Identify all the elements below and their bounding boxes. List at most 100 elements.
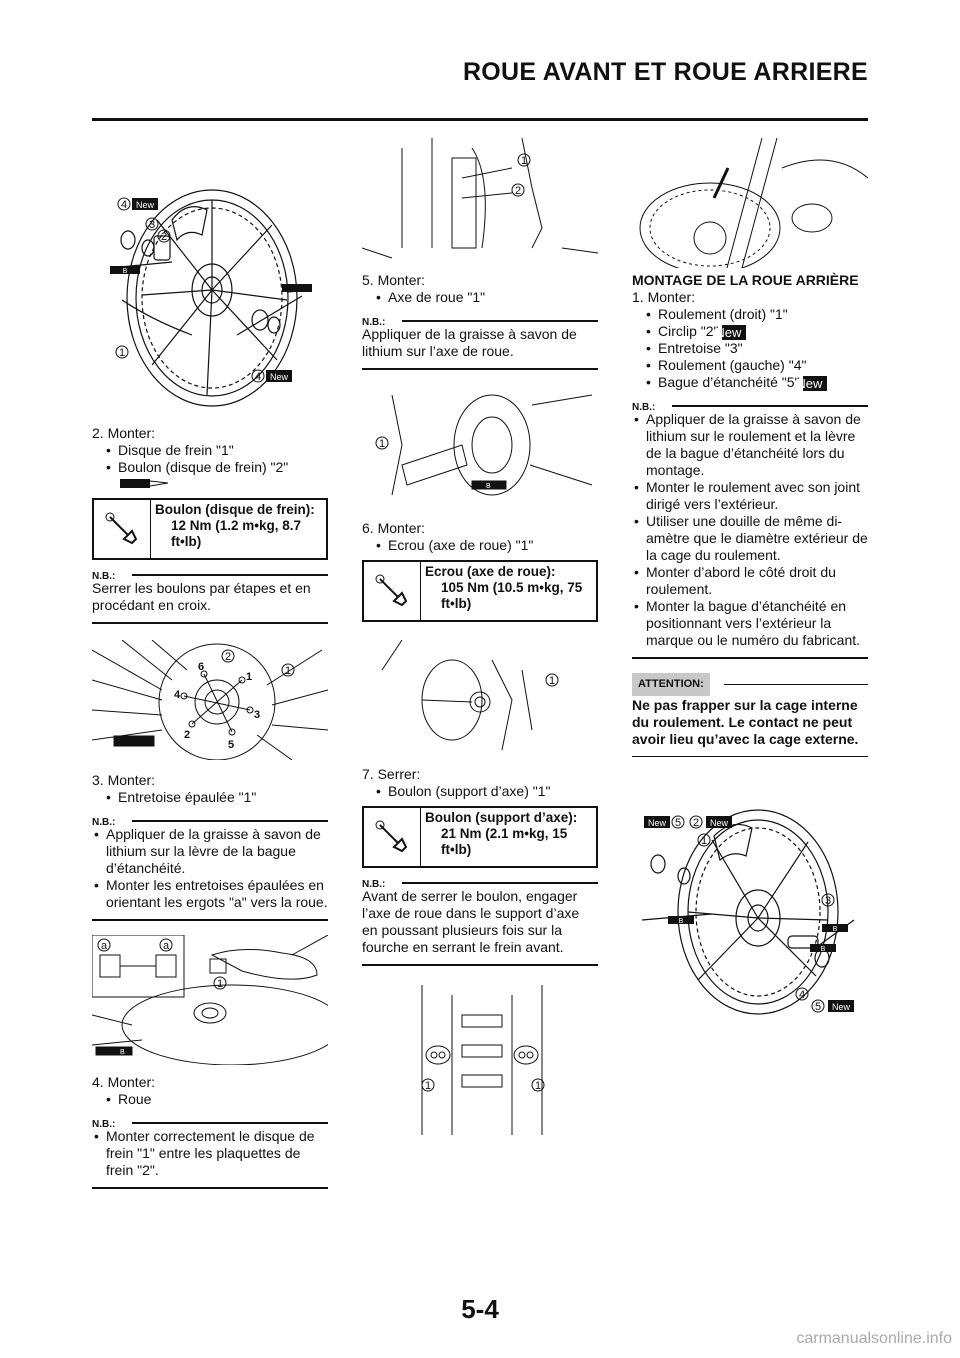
spec-title: Boulon (disque de frein):: [155, 502, 315, 517]
new-badge: New: [796, 375, 828, 391]
callout-4b: 4: [255, 371, 261, 383]
callout-1: 1: [425, 1080, 431, 1092]
grease-b-icon: B: [833, 926, 838, 933]
nb-rule: [362, 368, 598, 370]
step-7-title: 7. Serrer:: [362, 766, 421, 782]
callout-2: 2: [161, 231, 167, 243]
grease-b-icon: B: [120, 1049, 125, 1056]
step-6-title: 6. Monter:: [362, 520, 426, 536]
attention-heading: ATTENTION:: [632, 672, 868, 696]
callout-4: 4: [799, 989, 805, 1001]
order-5: 5: [228, 739, 234, 751]
step-1-title: 1. Monter:: [632, 289, 696, 305]
callout-2: 2: [693, 817, 699, 829]
order-3: 3: [254, 709, 260, 721]
step-7-item-1: Boulon (support d’axe) "1": [362, 783, 598, 800]
callout-1: 1: [119, 347, 125, 359]
spec-value-unit: ft•lb): [441, 842, 472, 857]
nb-item-1: Appliquer de la graisse à savon de lithi…: [632, 411, 868, 479]
callout-3: 3: [149, 219, 155, 231]
step-5-title: 5. Monter:: [362, 272, 426, 288]
axle-insert-figure: 1 B: [375, 394, 593, 496]
watermark: carmanualsonline.info: [796, 1330, 952, 1347]
nb-heading: N.B.:: [362, 314, 598, 328]
nb-item-2: Monter les entretoises épaulées en orien…: [92, 877, 328, 911]
column-2-step5: 5. Monter: Axe de roue "1" N.B.: Appliqu…: [362, 272, 598, 370]
rear-item-4: Roulement (gauche) "4": [632, 357, 868, 374]
step-2-item-1: Disque de frein "1": [92, 442, 328, 459]
front-fork-figure: [639, 138, 868, 268]
nb-rule: [632, 657, 868, 659]
torque-wrench-icon: [364, 562, 421, 620]
section-title: MONTAGE DE LA ROUE ARRIÈRE: [632, 272, 859, 288]
new-badge: New: [136, 200, 155, 210]
spec-box-brake-disc-bolt: Boulon (disque de frein): 12 Nm (1.2 m•k…: [92, 498, 328, 560]
title-rule: [92, 118, 868, 121]
callout-1: 1: [285, 665, 291, 677]
spacer-figure: a a 1 B: [92, 935, 328, 1065]
new-badge: New: [715, 324, 747, 340]
new-badge: New: [832, 1002, 851, 1012]
nb-item-1: Monter correctement le disque de frein "…: [92, 1128, 328, 1179]
fork-bottom-figure: 1 1: [421, 985, 545, 1135]
step-2-item-2: Boulon (disque de frein) "2": [92, 459, 328, 476]
attention-rule: [632, 755, 868, 757]
column-1-step4: 4. Monter: Roue N.B.: Monter correctemen…: [92, 1074, 328, 1189]
threadlock-icon: [92, 476, 328, 492]
column-2-step6: 6. Monter: Ecrou (axe de roue) "1" Ecrou…: [362, 520, 598, 622]
spec-box-axle-nut: Ecrou (axe de roue): 105 Nm (10.5 m•kg, …: [362, 560, 598, 622]
rear-item-3: Entretoise "3": [632, 340, 868, 357]
order-1: 1: [246, 671, 252, 683]
step-4-title: 4. Monter:: [92, 1074, 156, 1090]
attention-text: Ne pas frapper sur la cage interne du ro…: [632, 696, 859, 747]
callout-2: 2: [515, 185, 521, 197]
front-wheel-figure: 4 New 3 2 1 4 New B: [109, 189, 313, 407]
column-1: 2. Monter: Disque de frein "1" Boulon (d…: [92, 425, 328, 624]
callout-4: 4: [121, 199, 127, 211]
nb-rule: [92, 1187, 328, 1189]
page-number: 5-4: [461, 1294, 499, 1324]
nb-item-2: Monter le roulement avec son joint dirig…: [632, 479, 868, 513]
callout-a2: a: [163, 940, 170, 952]
step-5-item-1: Axe de roue "1": [362, 289, 598, 306]
step-3-title: 3. Monter:: [92, 772, 156, 788]
column-3: MONTAGE DE LA ROUE ARRIÈRE 1. Monter: Ro…: [632, 272, 868, 757]
order-4: 4: [174, 689, 181, 701]
spec-value-unit: ft•lb): [441, 596, 472, 611]
nb-text: Serrer les boulons par étapes et en proc…: [92, 580, 311, 613]
callout-1: 1: [549, 675, 555, 687]
nb-heading: N.B.:: [92, 814, 328, 828]
spec-box-axle-holder-bolt: Boulon (support d’axe): 21 Nm (2.1 m•kg,…: [362, 806, 598, 868]
nb-rule: [92, 919, 328, 921]
callout-1: 1: [521, 155, 527, 167]
nb-heading: N.B.:: [362, 876, 598, 890]
nb-heading: N.B.:: [632, 399, 868, 413]
nb-text: Appliquer de la graisse à savon de lithi…: [362, 326, 577, 359]
nb-item-3: Utiliser une douille de même di-amètre q…: [632, 513, 868, 564]
new-badge: New: [710, 818, 729, 828]
callout-2: 2: [225, 651, 231, 663]
new-badge: New: [270, 372, 289, 382]
axle-nut-figure: 1: [381, 640, 559, 751]
axle-figure: 1 2: [362, 138, 598, 259]
nb-item-1: Appliquer de la graisse à savon de lithi…: [92, 826, 328, 877]
spec-value: 105 Nm (10.5 m•kg, 75: [441, 580, 583, 595]
new-badge: New: [648, 818, 667, 828]
nb-item-4: Monter d’abord le côté droit du roulemen…: [632, 564, 868, 598]
page-title: ROUE AVANT ET ROUE ARRIERE: [462, 58, 868, 86]
callout-1: 1: [217, 978, 223, 990]
torque-wrench-icon: [94, 500, 151, 558]
nb-item-5: Monter la bague d’étanchéité en position…: [632, 598, 868, 649]
spec-value: 21 Nm (2.1 m•kg, 15: [441, 826, 568, 841]
nb-heading: N.B.:: [92, 1116, 328, 1130]
callout-3: 3: [825, 895, 831, 907]
step-6-item-1: Ecrou (axe de roue) "1": [362, 537, 598, 554]
callout-1: 1: [701, 835, 707, 847]
step-3-item-1: Entretoise épaulée "1": [92, 789, 328, 806]
grease-b-icon: B: [123, 268, 128, 275]
rear-wheel-figure: New 5 2 New 1 3 4 5 New B B B: [641, 809, 855, 1015]
rear-item-2: Circlip "2" New: [632, 323, 868, 340]
column-1-step3: 3. Monter: Entretoise épaulée "1" N.B.: …: [92, 772, 328, 921]
spec-title: Ecrou (axe de roue):: [425, 564, 556, 579]
order-6: 6: [198, 661, 204, 673]
